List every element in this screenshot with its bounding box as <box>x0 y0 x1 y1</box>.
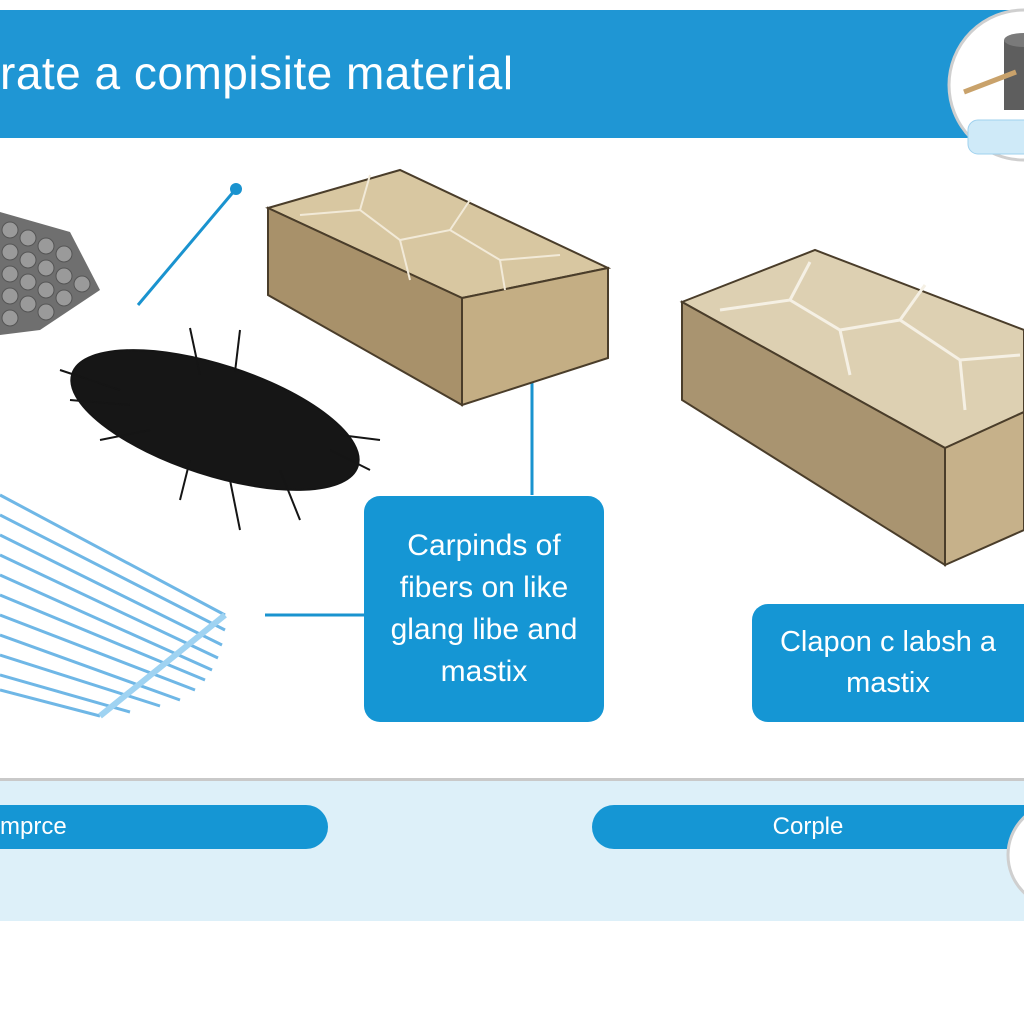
footer-right-label: Corple <box>773 813 844 841</box>
footer-left-label: mprce <box>0 813 67 841</box>
matrix-callout-text: Clapon c labsh a mastix <box>752 604 1024 722</box>
footer-right-button[interactable]: Corple <box>592 805 1024 849</box>
composite-block-icon <box>682 250 1024 565</box>
granule-cluster-icon <box>0 212 100 335</box>
block-icon <box>268 170 608 405</box>
fiber-tuft-icon <box>55 321 380 530</box>
matrix-callout: Clapon c labsh a mastix <box>752 604 1024 722</box>
fiber-callout-text: Carpinds of fibers on like glang libe an… <box>364 496 604 722</box>
footer-band <box>0 778 1024 921</box>
glass-fiber-bundle-icon <box>0 495 225 716</box>
footer-left-button[interactable]: mprce <box>0 805 328 849</box>
fiber-callout: Carpinds of fibers on like glang libe an… <box>364 496 604 722</box>
footer-circle-icon <box>1000 800 1024 910</box>
